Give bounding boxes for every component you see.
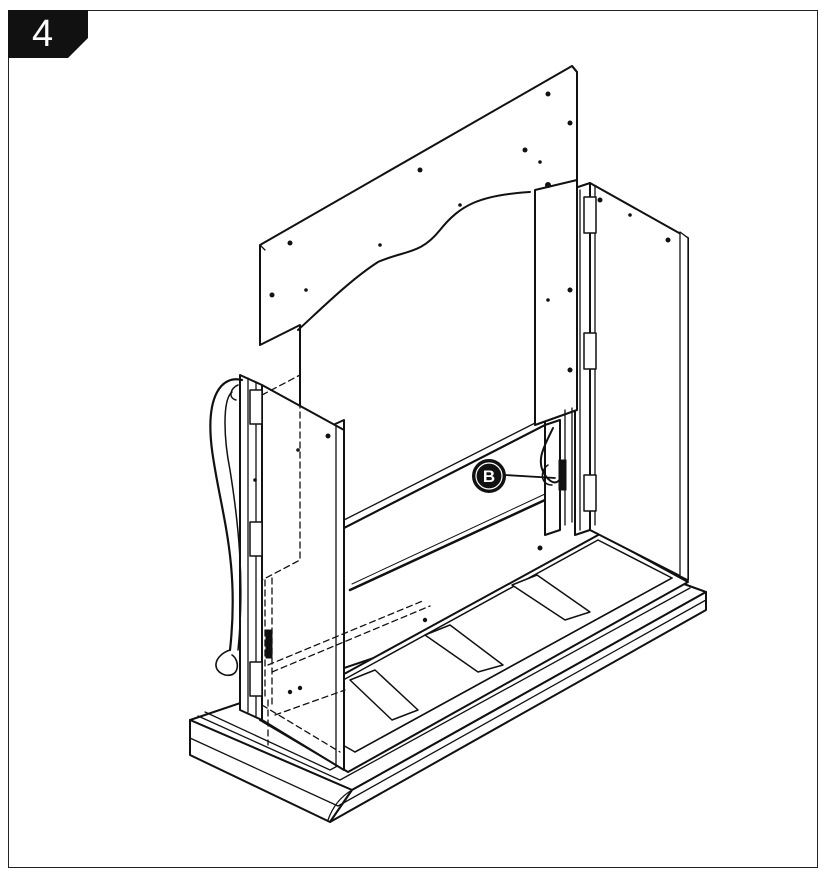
left-scroll-leg — [209, 378, 244, 677]
step-number: 4 — [32, 13, 54, 55]
back-panel — [259, 65, 637, 623]
assembly-guides — [261, 459, 567, 753]
left-side-panel — [239, 374, 345, 771]
instruction-frame — [8, 10, 818, 868]
hardware-callout-b: B — [472, 459, 556, 493]
callout-label-b: B — [483, 467, 495, 486]
right-upright-panel — [534, 179, 578, 536]
right-side-panel — [574, 182, 689, 581]
step-number-badge: 4 — [8, 10, 88, 58]
